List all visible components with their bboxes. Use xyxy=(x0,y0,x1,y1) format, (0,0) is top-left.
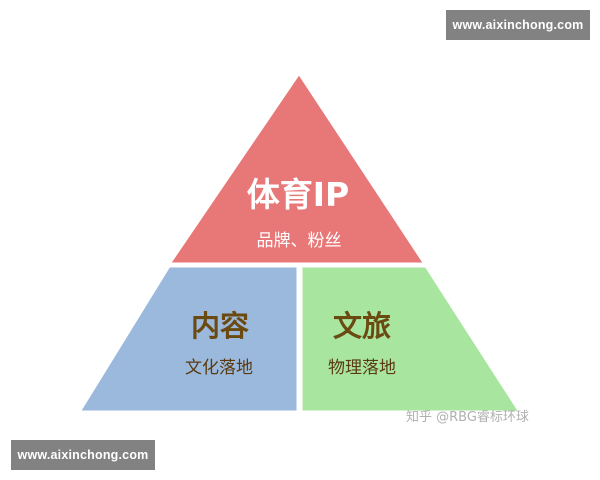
website-watermark-bottom-left: www.aixinchong.com xyxy=(11,440,155,470)
pyramid-bottom-left-title: 内容 xyxy=(191,309,249,343)
pyramid-top-section xyxy=(166,70,428,266)
source-credit-watermark: 知乎 @RBG睿标环球 xyxy=(406,410,529,425)
pyramid-top-subtitle: 品牌、粉丝 xyxy=(257,231,342,251)
pyramid-bottom-right-subtitle: 物理落地 xyxy=(328,358,396,378)
pyramid-bottom-left-subtitle: 文化落地 xyxy=(185,358,253,378)
website-watermark-top-right: www.aixinchong.com xyxy=(446,10,590,40)
pyramid-top-title: 体育IP xyxy=(247,175,349,214)
pyramid-bottom-right-section xyxy=(299,264,523,414)
pyramid-bottom-left-section xyxy=(76,264,300,414)
pyramid-bottom-right-title: 文旅 xyxy=(333,309,391,343)
